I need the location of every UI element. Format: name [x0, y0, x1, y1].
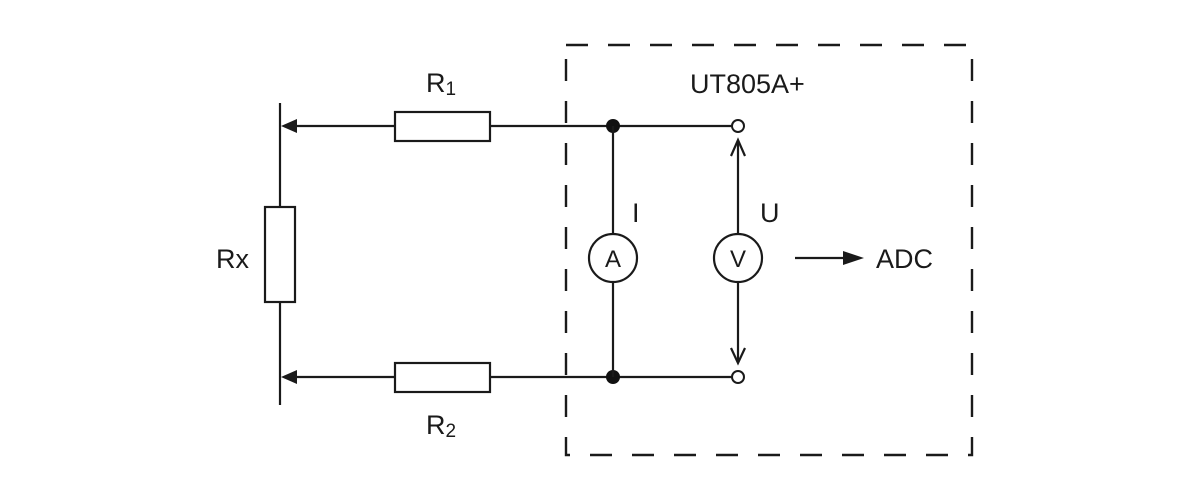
top-terminal: [731, 119, 745, 133]
rx-resistor: [263, 205, 297, 304]
r2-resistor: [393, 361, 492, 394]
r2-label-main: R: [426, 410, 446, 440]
r2-label: R2: [426, 410, 456, 442]
current-label: I: [632, 198, 640, 228]
voltage-arrow-down-icon: [730, 347, 746, 366]
top-arrow-head: [281, 119, 297, 133]
adc-arrow-head-icon: [843, 251, 864, 265]
adc-label: ADC: [876, 244, 933, 274]
r1-label-sub: 1: [446, 79, 457, 100]
voltage-arrow-up-icon: [729, 137, 747, 157]
r2-label-sub: 2: [446, 421, 457, 442]
ammeter-label: A: [605, 246, 621, 273]
voltmeter-label: V: [730, 246, 746, 273]
r1-label-main: R: [426, 68, 446, 98]
r1-resistor: [393, 110, 492, 143]
r1-label: R1: [426, 68, 456, 100]
ammeter-symbol: [587, 232, 639, 284]
instrument-enclosure: [564, 43, 974, 457]
voltage-label: U: [760, 198, 780, 228]
bottom-arrow-head: [281, 370, 297, 384]
bottom-terminal: [731, 370, 745, 384]
instrument-label: UT805A+: [690, 69, 805, 99]
voltmeter-symbol: [712, 232, 764, 284]
rx-label: Rx: [216, 244, 249, 274]
